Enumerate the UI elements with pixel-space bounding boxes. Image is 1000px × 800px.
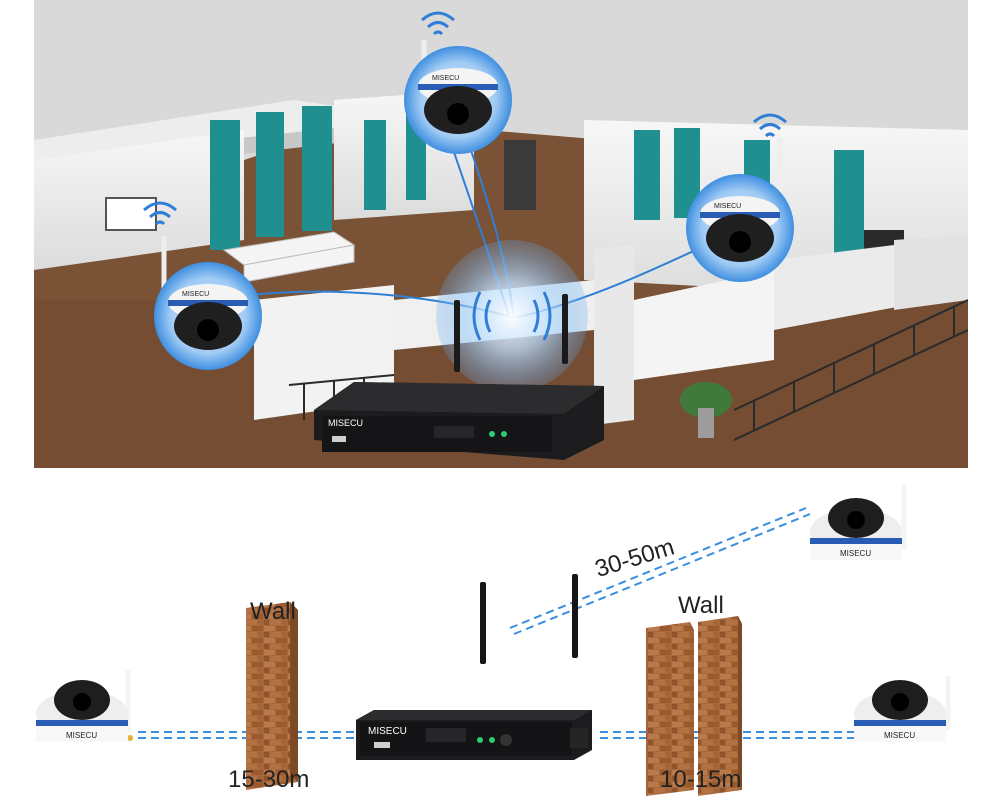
svg-text:MISECU: MISECU <box>432 75 459 82</box>
house-scene-illustration: MISECU MISECU MISECU <box>34 0 968 468</box>
svg-text:MISECU: MISECU <box>714 203 741 210</box>
svg-text:MISECU: MISECU <box>182 291 209 298</box>
dome-camera-icon: MISECU <box>36 670 133 742</box>
dome-camera-icon: MISECU <box>854 676 951 742</box>
signal-glow <box>436 240 588 392</box>
dome-camera-icon: MISECU <box>810 484 907 560</box>
balcony-railing <box>733 299 968 441</box>
nvr-recorder-icon: MISECU <box>314 294 604 460</box>
dome-camera-icon: MISECU <box>154 236 262 370</box>
svg-text:MISECU: MISECU <box>840 549 871 558</box>
plant <box>680 382 732 438</box>
wall-label-right: Wall <box>678 592 724 619</box>
signal-path-right <box>600 731 856 739</box>
svg-text:MISECU: MISECU <box>328 418 363 428</box>
wifi-icon <box>143 201 177 226</box>
brick-wall-icon <box>646 616 742 796</box>
brick-wall-icon <box>246 602 298 790</box>
svg-text:MISECU: MISECU <box>66 731 97 740</box>
nvr-recorder-icon: MISECU <box>356 574 592 760</box>
dome-camera-icon: MISECU <box>686 138 794 282</box>
dome-camera-icon: MISECU <box>404 40 512 154</box>
wifi-icon <box>421 11 455 36</box>
wifi-icon <box>753 113 787 138</box>
range-diagram: MISECU MISECU MISECU MISECU <box>36 484 951 796</box>
wall-label-left: Wall <box>250 598 296 625</box>
broadcast-waves <box>472 291 552 341</box>
signal-path-open <box>509 507 811 635</box>
svg-text:MISECU: MISECU <box>884 731 915 740</box>
range-label-through-double-wall: 10-15m <box>660 766 742 793</box>
svg-text:MISECU: MISECU <box>368 726 407 737</box>
curtains-left <box>210 106 332 250</box>
range-label-through-wall: 15-30m <box>228 766 310 793</box>
